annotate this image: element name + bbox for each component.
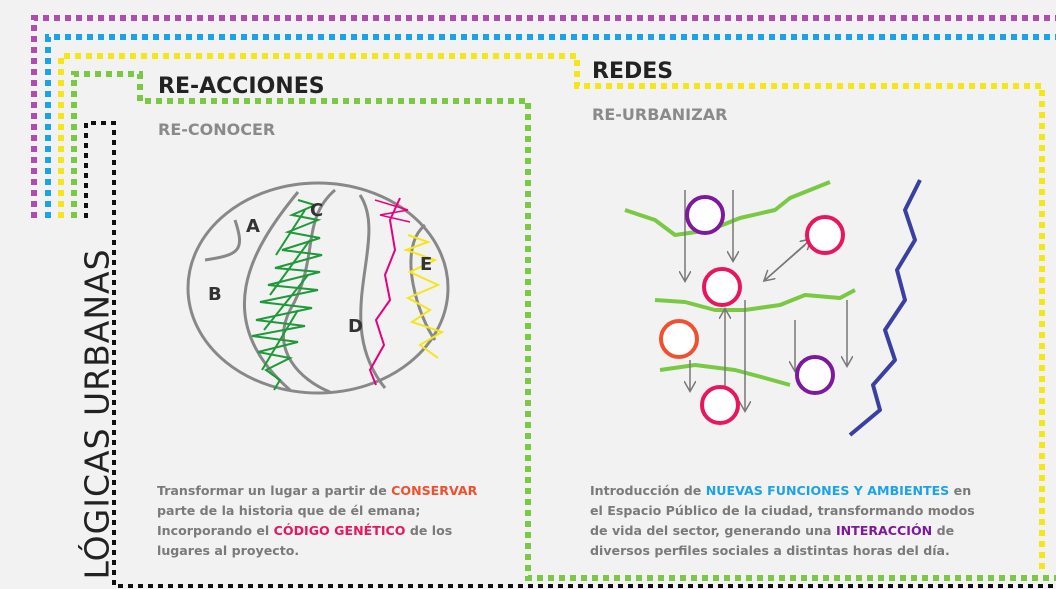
frame-yellow (58, 53, 1045, 570)
desc-text: el Espacio Público de la ciudad, transfo… (590, 503, 975, 518)
highlight-interaccion: INTERACCIÓN (835, 523, 933, 538)
frame-black (84, 121, 1056, 588)
region-label-d: D (348, 316, 363, 337)
desc-text: Introducción de (590, 483, 706, 498)
highlight-conservar: CONSERVAR (391, 483, 478, 498)
left-panel-subheading: RE-CONOCER (158, 120, 276, 139)
desc-text: parte de la historia que de él emana; (157, 503, 421, 518)
desc-text: de (932, 523, 955, 538)
highlight-codigo-genetico: CÓDIGO GENÉTICO (273, 523, 406, 538)
desc-text: lugares al proyecto. (157, 543, 300, 558)
right-panel-description: Introducción de NUEVAS FUNCIONES Y AMBIE… (590, 481, 1040, 561)
region-label-e: E (420, 254, 432, 275)
desc-text: Transformar un lugar a partir de (157, 483, 392, 498)
frame-green (71, 71, 1056, 581)
desc-text: de los (405, 523, 453, 538)
right-panel-heading: REDES (592, 59, 674, 84)
frame-cyan (45, 34, 1056, 218)
desc-text: de vida del sector, generando una (590, 523, 836, 538)
desc-text: diversos perfiles sociales a distintas h… (590, 543, 950, 558)
desc-text: en (949, 483, 972, 498)
region-label-c: C (310, 200, 323, 221)
genetic-code-diagram: A B C D E (186, 181, 450, 395)
side-title: LÓGICAS URBANAS (77, 248, 117, 580)
network-diagram (624, 179, 922, 437)
left-panel-description: Transformar un lugar a partir de CONSERV… (157, 481, 527, 561)
left-panel-heading: RE-ACCIONES (158, 74, 325, 99)
right-panel-subheading: RE-URBANIZAR (592, 105, 728, 124)
desc-text: Incorporando el (157, 523, 274, 538)
region-label-b: B (208, 284, 222, 305)
highlight-nuevas-funciones: NUEVAS FUNCIONES Y AMBIENTES (705, 483, 950, 498)
region-label-a: A (246, 216, 260, 237)
frame-magenta (31, 15, 1056, 218)
